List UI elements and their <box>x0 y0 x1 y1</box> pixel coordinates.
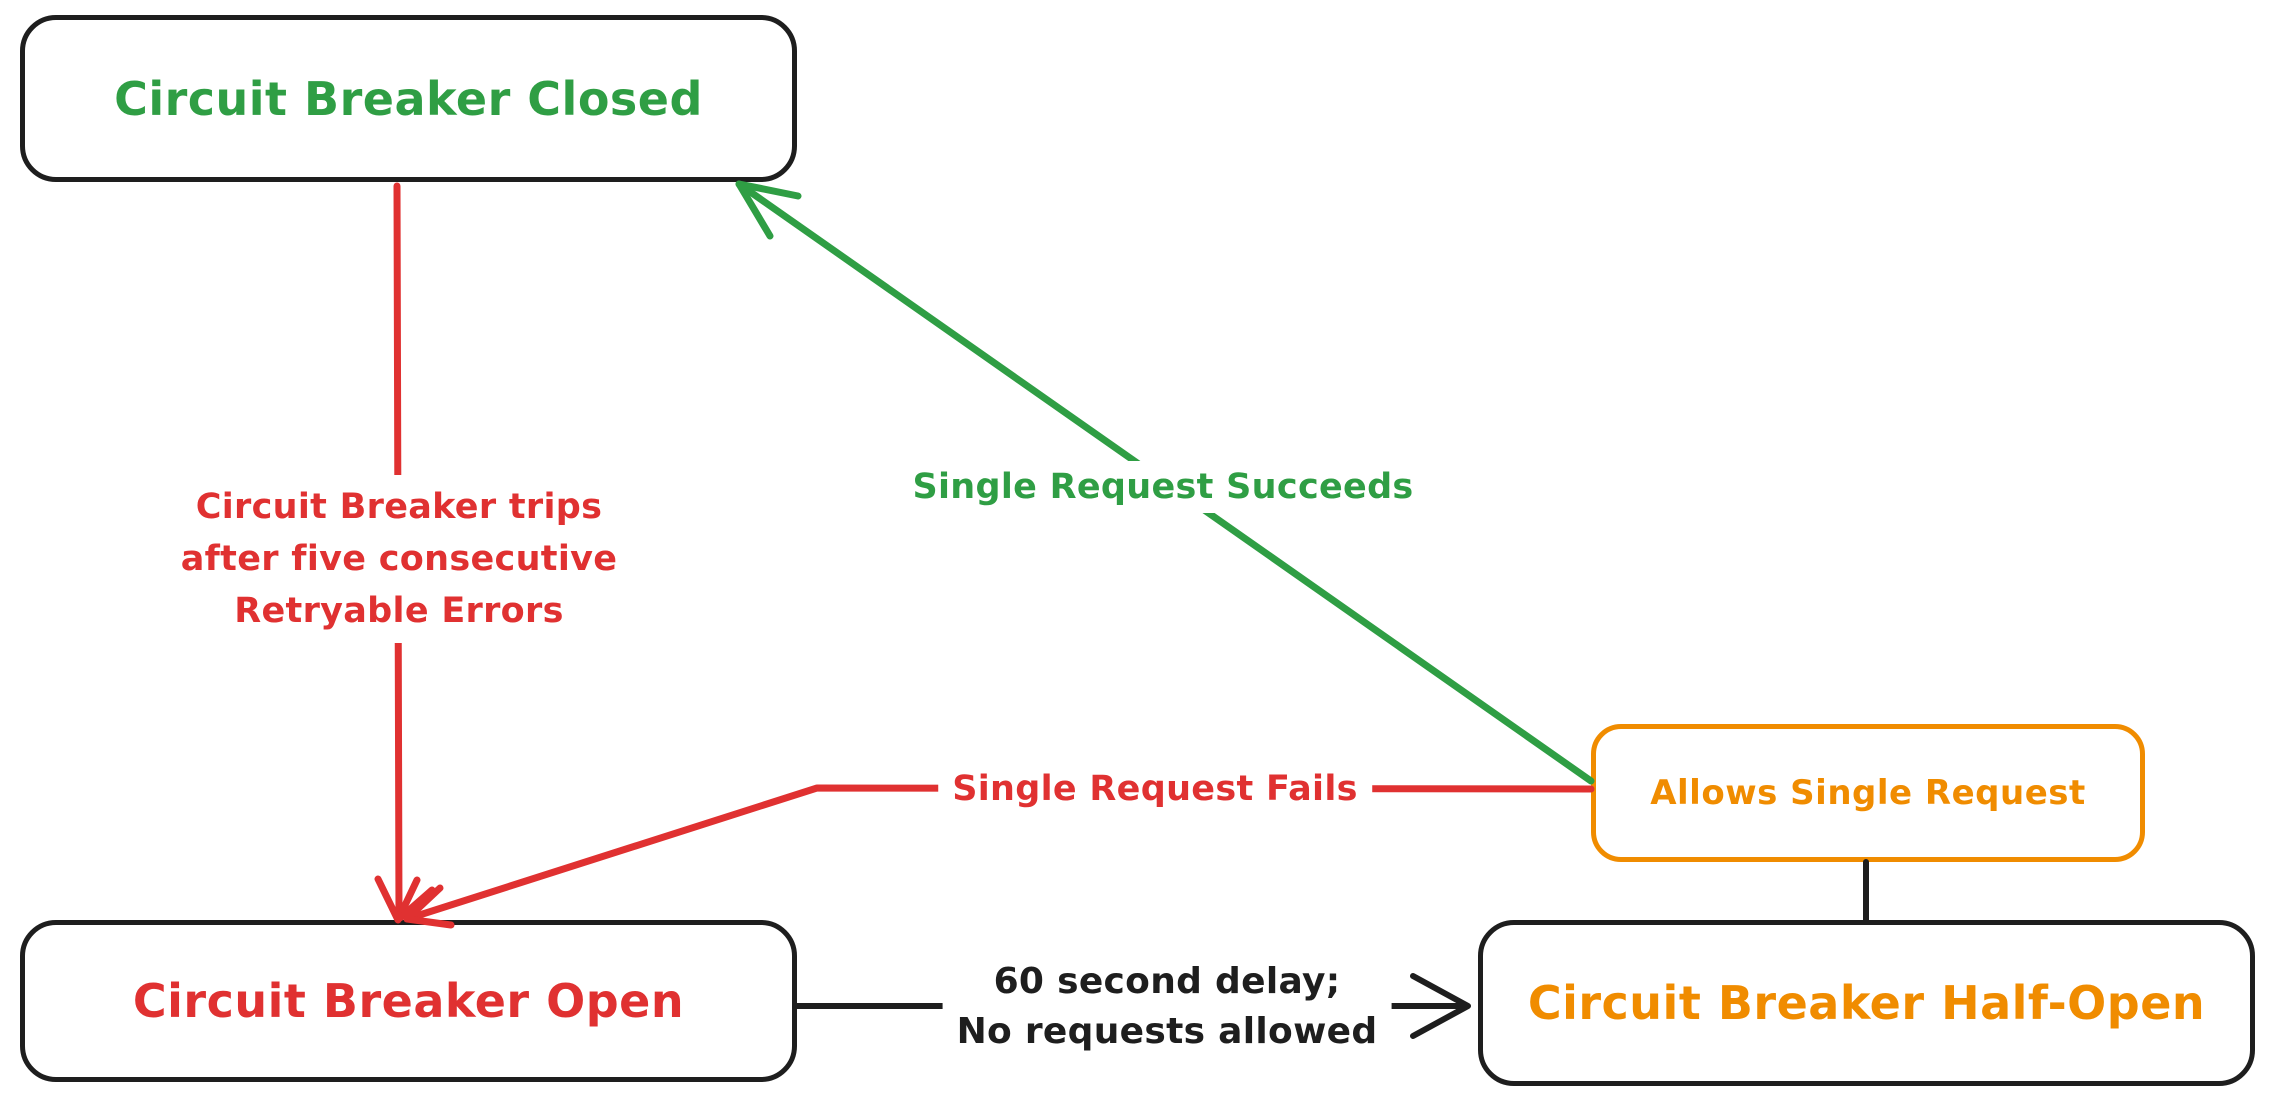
edge-label-succeeds: Single Request Succeeds <box>898 461 1428 513</box>
trips-label-line-3: Retryable Errors <box>234 591 564 631</box>
edge-label-fails: Single Request Fails <box>938 763 1372 815</box>
edge-label-trips: Circuit Breaker trips after five consecu… <box>166 475 632 643</box>
node-circuit-breaker-open: Circuit Breaker Open <box>20 920 797 1082</box>
delay-label-line-1: 60 second delay; <box>993 961 1341 1002</box>
node-allows-label: Allows Single Request <box>1650 773 2086 813</box>
node-half-open-label: Circuit Breaker Half-Open <box>1527 976 2206 1030</box>
trips-label-line-1: Circuit Breaker trips <box>195 487 603 527</box>
trips-label-line-2: after five consecutive <box>180 539 618 579</box>
edge-label-delay: 60 second delay; No requests allowed <box>942 951 1392 1063</box>
node-open-label: Circuit Breaker Open <box>132 974 685 1028</box>
node-closed-label: Circuit Breaker Closed <box>114 71 703 126</box>
node-circuit-breaker-closed: Circuit Breaker Closed <box>20 15 797 182</box>
delay-label-line-2: No requests allowed <box>956 1011 1378 1052</box>
node-allows-single-request: Allows Single Request <box>1591 724 2145 862</box>
node-circuit-breaker-half-open: Circuit Breaker Half-Open <box>1478 920 2255 1086</box>
